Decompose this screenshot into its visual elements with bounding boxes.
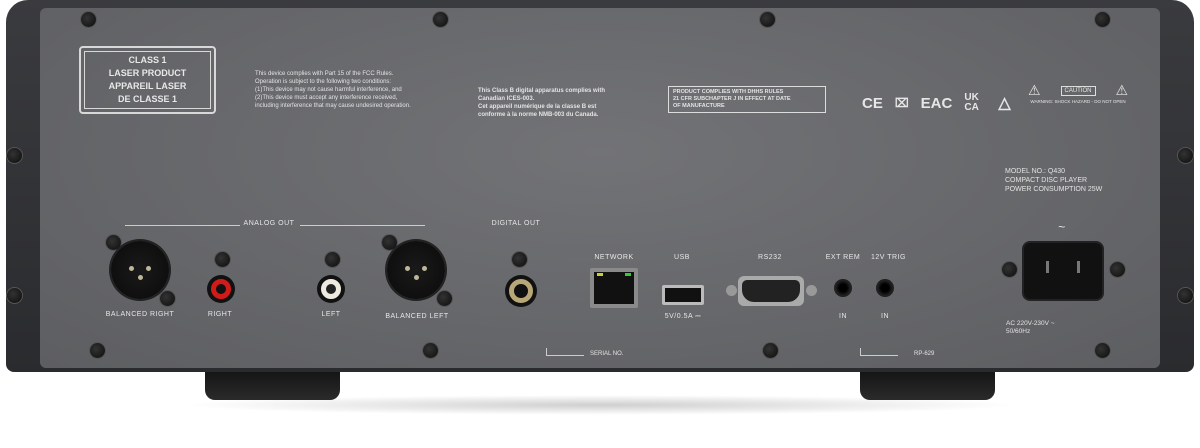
fcc-line: (2)This device must accept any interfere… xyxy=(255,95,398,101)
usb-label: USB xyxy=(674,254,690,261)
ac-rating: AC 220V-230V ~ 50/60Hz xyxy=(1006,320,1055,336)
canada-line: Cet appareil numérique de la classe B es… xyxy=(478,104,597,110)
remote-model-label: RP-629 xyxy=(914,351,935,357)
product-type: COMPACT DISC PLAYER xyxy=(1005,177,1088,184)
rs232-label: RS232 xyxy=(758,254,782,261)
caution-title: CAUTION xyxy=(1060,85,1096,96)
dhhs-line: OF MANUFACTURE xyxy=(673,103,725,109)
ac-voltage: AC 220V-230V ~ xyxy=(1006,320,1055,327)
screw xyxy=(423,343,438,358)
screw xyxy=(382,235,397,250)
trigger-label: 12V TRIG xyxy=(871,254,906,261)
screw xyxy=(1178,148,1193,163)
rca-left-port[interactable] xyxy=(317,275,345,303)
screw xyxy=(1002,262,1017,277)
canada-line: conforme à la norme NMB-003 du Canada. xyxy=(478,112,599,118)
balanced-right-xlr-port[interactable] xyxy=(111,241,169,299)
eac-mark-icon: EAC xyxy=(920,94,953,112)
left-label: LEFT xyxy=(321,311,341,318)
balanced-right-label: BALANCED RIGHT xyxy=(105,311,175,318)
caution-label: ⚠ CAUTION ⚠ WARNING: SHOCK HAZARD - DO N… xyxy=(1028,82,1128,104)
ethernet-port[interactable] xyxy=(590,268,638,308)
usb-port[interactable] xyxy=(662,285,704,305)
right-label: RIGHT xyxy=(207,311,233,318)
fcc-text: This device complies with Part 15 of the… xyxy=(255,70,465,110)
canada-line: This Class B digital apparatus complies … xyxy=(478,88,606,94)
floor-shadow xyxy=(180,395,1020,415)
divider xyxy=(125,225,240,226)
fcc-line: Operation is subject to the following tw… xyxy=(255,79,392,85)
power-consumption: POWER CONSUMPTION 25W xyxy=(1005,186,1103,193)
canada-text: This Class B digital apparatus complies … xyxy=(478,87,653,119)
dhhs-label: PRODUCT COMPLIES WITH DHHS RULES 21 CFR … xyxy=(668,86,826,113)
screw xyxy=(433,12,448,27)
screw xyxy=(512,252,527,267)
screw xyxy=(1095,12,1110,27)
coaxial-digital-out-port[interactable] xyxy=(505,275,537,307)
ce-mark-icon: CE xyxy=(862,94,883,112)
rs232-port[interactable] xyxy=(724,276,819,306)
ac-symbol: ~ xyxy=(1058,220,1066,234)
trigger-in-label: IN xyxy=(881,313,889,320)
ukca-mark-icon: UK CA xyxy=(964,92,979,113)
divider xyxy=(300,225,425,226)
serial-number-field xyxy=(546,348,584,356)
weee-bin-icon: ⌧ xyxy=(894,96,909,110)
laser-label: CLASS 1 LASER PRODUCT APPAREIL LASER DE … xyxy=(79,46,216,114)
ext-rem-in-label: IN xyxy=(839,313,847,320)
screw xyxy=(106,235,121,250)
warning-icon: ⚠ xyxy=(1115,82,1128,98)
digital-out-label: DIGITAL OUT xyxy=(491,220,541,227)
balanced-left-label: BALANCED LEFT xyxy=(385,313,449,320)
dhhs-line: 21 CFR SUBCHAPTER J IN EFFECT AT DATE xyxy=(673,96,791,102)
fcc-line: including interference that may cause un… xyxy=(255,103,411,109)
screw xyxy=(437,291,452,306)
screw xyxy=(1178,288,1193,303)
screw xyxy=(160,291,175,306)
rca-right-port[interactable] xyxy=(207,275,235,303)
fcc-line: This device complies with Part 15 of the… xyxy=(255,71,394,77)
screw xyxy=(90,343,105,358)
screw xyxy=(215,252,230,267)
screw xyxy=(81,12,96,27)
laser-line: APPAREIL LASER xyxy=(108,81,187,91)
balanced-left-xlr-port[interactable] xyxy=(387,241,445,299)
network-label: NETWORK xyxy=(594,254,634,261)
screw xyxy=(1095,343,1110,358)
screw xyxy=(1110,262,1125,277)
serial-label: SERIAL NO. xyxy=(590,351,624,357)
usb-rating-label: 5V/0.5A ⎓ xyxy=(664,313,702,320)
remote-field xyxy=(860,348,898,356)
screw xyxy=(7,288,22,303)
screw xyxy=(760,12,775,27)
dhhs-line: PRODUCT COMPLIES WITH DHHS RULES xyxy=(673,89,784,95)
canada-line: Canadian ICES-003. xyxy=(478,96,535,102)
screw xyxy=(325,252,340,267)
trigger-jack[interactable] xyxy=(876,279,894,297)
ext-rem-jack[interactable] xyxy=(834,279,852,297)
model-number: MODEL NO.: Q430 xyxy=(1005,168,1066,175)
screw xyxy=(763,343,778,358)
certification-marks: CE ⌧ EAC UK CA △ xyxy=(862,93,1011,113)
fcc-line: (1)This device may not cause harmful int… xyxy=(255,87,402,93)
ext-rem-label: EXT REM xyxy=(825,254,861,261)
analog-out-label: ANALOG OUT xyxy=(243,220,295,227)
model-info: MODEL NO.: Q430 COMPACT DISC PLAYER POWE… xyxy=(1005,167,1102,194)
laser-line: DE CLASSE 1 xyxy=(117,94,177,104)
caution-warning: WARNING: SHOCK HAZARD - DO NOT OPEN xyxy=(1030,99,1126,104)
screw xyxy=(7,148,22,163)
laser-line: LASER PRODUCT xyxy=(108,68,187,78)
rear-panel xyxy=(40,8,1160,368)
rcm-mark-icon: △ xyxy=(998,95,1011,112)
ac-power-inlet[interactable] xyxy=(1024,243,1102,299)
laser-line: CLASS 1 xyxy=(128,55,167,65)
shock-warning-icon: ⚠ xyxy=(1028,82,1041,98)
ac-frequency: 50/60Hz xyxy=(1006,328,1031,335)
